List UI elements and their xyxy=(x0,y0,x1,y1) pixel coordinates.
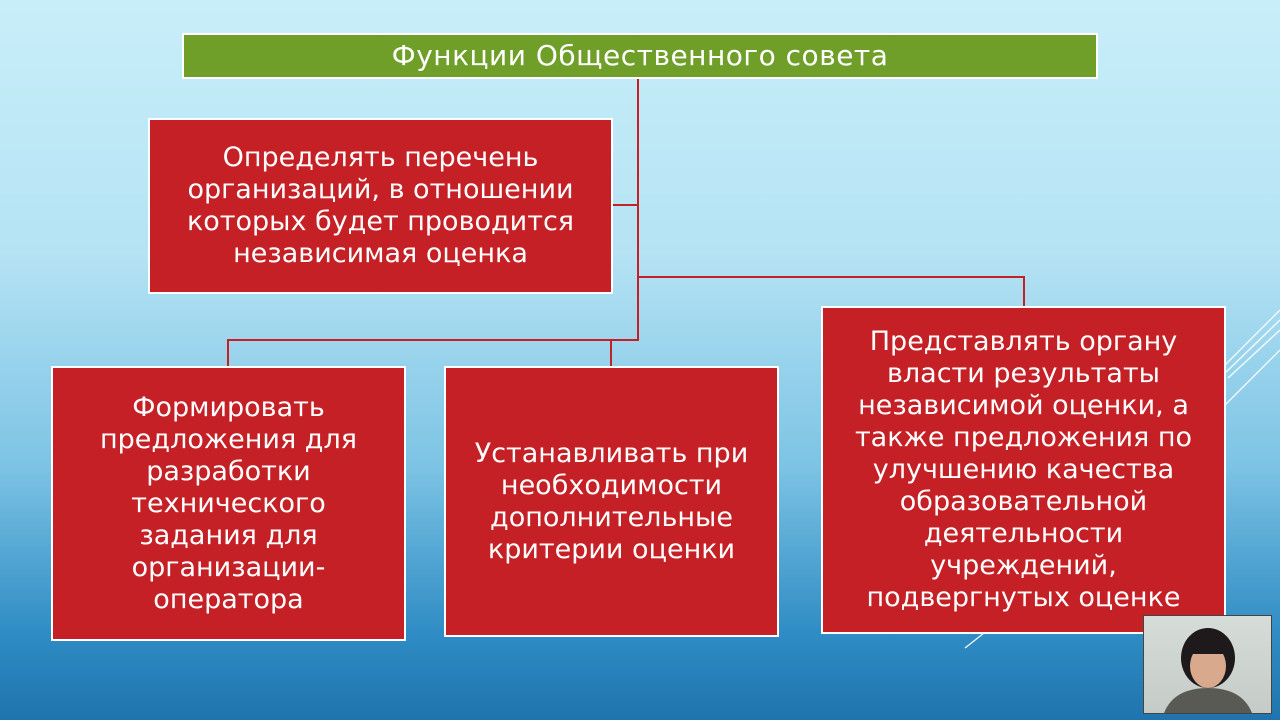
connector xyxy=(1023,276,1025,308)
function-box-3: Устанавливать при необходимости дополнит… xyxy=(444,366,779,637)
connector xyxy=(227,339,639,341)
connector xyxy=(610,339,612,368)
decorative-lines xyxy=(1220,309,1280,411)
function-box-4: Представлять органу власти результаты не… xyxy=(821,306,1226,634)
connector xyxy=(612,204,638,206)
function-box-2: Формировать предложения для разработки т… xyxy=(51,366,406,641)
function-box-1: Определять перечень организаций, в отнош… xyxy=(148,118,613,294)
connector xyxy=(637,78,639,341)
webcam-video xyxy=(1143,615,1272,714)
diagram-title: Функции Общественного совета xyxy=(182,33,1098,79)
connector xyxy=(227,339,229,368)
presenter-image xyxy=(1164,628,1252,713)
connector xyxy=(637,276,1025,278)
